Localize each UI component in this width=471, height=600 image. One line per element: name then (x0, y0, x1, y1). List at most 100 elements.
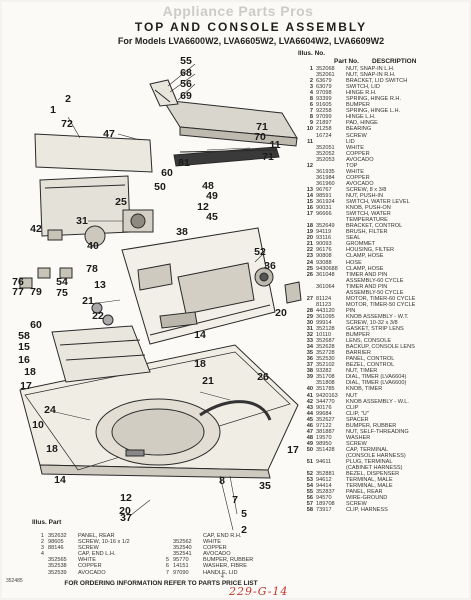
part-description: WASHER (346, 434, 371, 441)
part-number: 352051 (316, 144, 335, 151)
part-no-header: Part No. (334, 58, 359, 65)
part-description: CAP, END R.H. (203, 533, 242, 539)
part-description: GROMMET (346, 241, 376, 248)
part-number: 361048 (316, 271, 335, 278)
part-description: BACKUP, CONSOLE LENS (346, 344, 415, 351)
part-number: 63679 (316, 78, 332, 85)
illus-number: 18 (306, 223, 313, 230)
part-description: WIRE-GROUND (346, 495, 388, 502)
part-number: 93399 (316, 96, 332, 103)
part-description: PIN (346, 307, 356, 314)
part-number: 94414 (316, 483, 332, 490)
part-number: 91605 (316, 102, 332, 109)
part-number: 96666 (316, 211, 332, 218)
callout-number: 13 (94, 279, 106, 291)
part-number: 94119 (316, 229, 332, 236)
illus-number: 16 (306, 205, 313, 212)
callout-number: 54 (56, 276, 68, 288)
callout-number: 11 (269, 139, 281, 151)
part-number: 361095 (316, 313, 335, 320)
part-description: PANEL, REAR (346, 489, 383, 496)
part-description: KNOB, TIMER (346, 386, 383, 393)
callout-number: 18 (24, 366, 36, 378)
illus-number: 42 (306, 398, 313, 405)
part-description: TIMER AND PIN (346, 271, 388, 278)
illus-number: 1 (309, 66, 313, 72)
part-description: BUMPER (346, 332, 370, 339)
part-description: BRACKET, LID SWITCH (346, 78, 408, 85)
illus-number: 5 (165, 557, 169, 564)
illus-number: 12 (306, 162, 313, 169)
callout-number: 2 (65, 93, 71, 105)
part-description: GASKET, STRIP LENS (346, 326, 404, 333)
callout-number: 40 (87, 240, 99, 252)
part-description: SCREW, 10-16 x 1/2 (78, 539, 130, 546)
callout-number: 8 (219, 475, 225, 487)
part-number: 93116 (316, 235, 332, 242)
illus-number: 35 (306, 350, 313, 357)
part-number: 10110 (316, 332, 332, 339)
part-description: HOSE (346, 259, 362, 266)
description-header: DESCRIPTION (372, 58, 417, 65)
part-description: BUMPER, RUBBER (203, 557, 254, 564)
callout-number: 20 (119, 505, 131, 517)
part-description: SCREW (346, 501, 367, 508)
part-number: 21258 (316, 126, 332, 133)
illus-number: 27 (306, 295, 313, 302)
part-description: BEZEL, CONTROL (346, 362, 395, 369)
part-description: HINGE R.H. (346, 90, 377, 97)
callout-number: 5 (241, 508, 247, 520)
illus-number: 11 (307, 138, 313, 145)
part-number: 9420163 (316, 392, 338, 399)
illus-number: 25 (306, 265, 313, 272)
part-number: 63079 (316, 84, 332, 91)
part-number: 97122 (316, 422, 332, 429)
control-bracket (51, 311, 198, 383)
illus-number: 51 (306, 459, 313, 466)
part-number: 352061 (316, 72, 335, 79)
watermark: Appliance Parts Pros (162, 3, 314, 19)
part-description: MOTOR, TIMER-60 CYCLE (346, 295, 416, 302)
hinge-bracket (149, 79, 179, 107)
illus-number: 56 (306, 495, 313, 502)
callout-number: 25 (115, 196, 127, 208)
callout-number: 12 (120, 492, 132, 504)
callout-number: 16 (18, 354, 30, 366)
callout-number: 71 (262, 151, 274, 163)
part-description: LENS, CONSOLE (346, 338, 392, 345)
illus-number: 40 (306, 386, 313, 393)
part-description: BUMPER (346, 102, 370, 109)
callout-number: 35 (259, 480, 271, 492)
callout-number: 47 (103, 128, 115, 140)
illus-number: 36 (306, 356, 313, 363)
part-number: 97099 (316, 114, 332, 121)
part-description: COPPER (346, 174, 370, 181)
illus-number: 58 (306, 507, 313, 514)
part-number: 98591 (316, 192, 332, 199)
callout-number: 38 (176, 226, 188, 238)
part-number: 90808 (316, 253, 332, 260)
part-number: 94612 (316, 477, 332, 484)
part-description: MOTOR, TIMER-50 CYCLE (346, 301, 416, 308)
illus-number: 8 (309, 96, 313, 103)
callout-number: 42 (30, 223, 42, 235)
